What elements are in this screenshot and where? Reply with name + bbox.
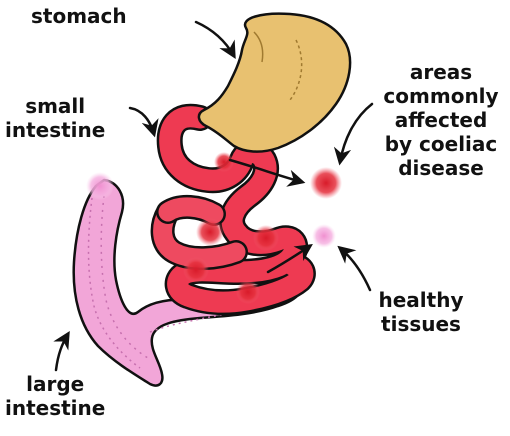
healthy-tissues-arrow bbox=[337, 245, 372, 292]
large-intestine-arrow bbox=[53, 330, 70, 372]
large-intestine-label: large intestine bbox=[5, 372, 105, 420]
coeliac-areas-label-line: commonly bbox=[383, 84, 499, 108]
stomach-arrow bbox=[194, 20, 236, 60]
coeliac-areas-arrow bbox=[333, 102, 374, 166]
small-intestine-label-line: intestine bbox=[5, 118, 106, 142]
small-intestine-arrow bbox=[128, 106, 159, 138]
large-intestine-glow bbox=[86, 172, 114, 200]
coeliac-areas-label-line: affected bbox=[394, 108, 488, 132]
stomach-label-text: stomach bbox=[31, 4, 127, 28]
healthy-tissues-label-line: healthy bbox=[378, 288, 464, 312]
healthy-tissues-label: healthy tissues bbox=[366, 288, 476, 336]
coeliac-areas-label-line: areas bbox=[409, 60, 473, 84]
large-intestine-label-line: large bbox=[26, 372, 85, 396]
small-intestine-label-line: small bbox=[25, 94, 86, 118]
small-intestine-label: small intestine bbox=[5, 94, 105, 142]
stomach bbox=[197, 12, 352, 153]
healthy-tissue-swatch bbox=[312, 224, 336, 248]
affected-tissue-swatch bbox=[310, 167, 342, 199]
healthy-tissue-link-arrow bbox=[266, 244, 313, 274]
stomach-label: stomach bbox=[31, 4, 127, 28]
coeliac-areas-label-line: disease bbox=[398, 156, 484, 180]
coeliac-areas-label: areas commonly affected by coeliac disea… bbox=[378, 60, 504, 180]
affected-tissue-arrow bbox=[228, 158, 306, 187]
healthy-tissues-label-line: tissues bbox=[381, 312, 461, 336]
large-intestine-label-line: intestine bbox=[5, 396, 106, 420]
coeliac-areas-label-line: by coeliac bbox=[384, 132, 498, 156]
small-intestine bbox=[150, 103, 316, 316]
